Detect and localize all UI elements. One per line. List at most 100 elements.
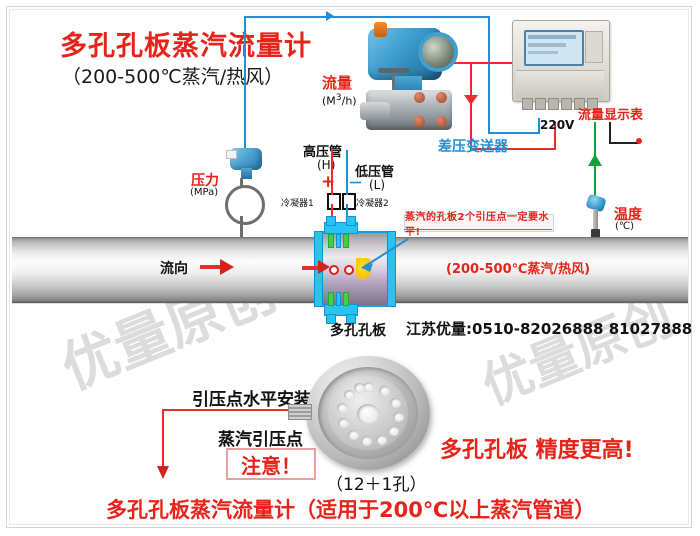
tap-point-label: 蒸汽引压点	[218, 430, 303, 450]
image-border-inner	[9, 9, 689, 525]
meter-cable-glands	[520, 98, 600, 110]
attention-box: 注意！	[226, 448, 316, 480]
wire-display-bottom-h	[488, 132, 540, 134]
internal-flow-arrow-shaft	[302, 266, 320, 270]
wire-pressure-top	[244, 16, 490, 18]
orifice-flange-right	[387, 231, 396, 307]
temperature-probe-tip	[591, 229, 600, 241]
impulse-line-low	[346, 150, 348, 195]
tap-point-marker-low	[344, 265, 354, 275]
wire-power-horizontal	[609, 142, 639, 144]
impulse-line-high	[331, 150, 333, 195]
flow-unit: (M3/h)	[322, 92, 357, 108]
flow-direction-arrow-head	[220, 259, 234, 275]
tap-point-marker-high	[329, 265, 339, 275]
pressure-housing	[230, 148, 262, 170]
wire-dp-arrow	[464, 95, 478, 105]
orifice-tap-green-bot-2	[343, 292, 349, 306]
power-terminal-dot	[636, 138, 642, 144]
pressure-stem-lower	[240, 216, 243, 238]
orifice-tap-cyan-top-1	[336, 234, 341, 248]
pressure-siphon-loop	[225, 185, 265, 225]
meter-screen-text2	[528, 43, 566, 47]
voltage-label: 220V	[540, 118, 575, 132]
plate-ring-holes	[306, 356, 430, 470]
warning-pointer-svg	[361, 238, 409, 272]
dp-transmitter[interactable]	[352, 20, 462, 150]
condenser2-icon	[342, 193, 356, 210]
flow-unit-pre: (M	[322, 94, 336, 108]
dp-transmitter-label: 差压变送器	[438, 139, 508, 155]
flow-direction-arrow-shaft	[200, 265, 222, 269]
flow-direction-label: 流向	[160, 261, 188, 277]
dp-neck	[392, 76, 422, 92]
pipe-medium-label: (200-500℃蒸汽/热风)	[446, 262, 591, 277]
company-contact-label: 江苏优量:0510-82026888 81027888	[406, 320, 693, 338]
orifice-plate-label: 多孔孔板	[330, 323, 386, 339]
wire-display-left-drop	[488, 16, 490, 134]
wire-display-riser	[538, 118, 540, 134]
orifice-stud-bot-right	[346, 314, 356, 324]
temperature-stem	[593, 209, 598, 231]
wire-power-vertical	[609, 122, 611, 144]
pipe-right-shadow	[392, 301, 688, 304]
pressure-transmitter[interactable]	[226, 146, 266, 180]
wire-dp-top	[470, 62, 542, 64]
temperature-unit: (℃)	[615, 221, 635, 232]
wire-pressure-arrow	[326, 11, 334, 21]
condenser2-label: 冷凝器2	[356, 199, 389, 209]
temperature-sensor[interactable]	[585, 193, 608, 242]
install-arrow-vertical	[162, 409, 164, 471]
internal-flow-arrow-head	[318, 260, 330, 274]
condenser1-label: 冷凝器1	[281, 199, 314, 209]
orifice-tap-cyan-bot-1	[336, 292, 341, 306]
high-pressure-plus-sign: +	[321, 172, 336, 192]
orifice-tap-green-top-1	[328, 234, 334, 248]
pipe-left	[12, 237, 318, 303]
orifice-stud-top-right	[346, 216, 356, 226]
install-arrow-head-down	[157, 466, 169, 479]
pressure-unit: (MPa)	[190, 187, 219, 198]
orifice-stud-top-left	[326, 216, 336, 226]
page-title: 多孔孔板蒸汽流量计	[60, 31, 312, 62]
dp-valve-stem	[392, 72, 395, 90]
flow-display-meter-label: 流量显示表	[578, 108, 644, 123]
flow-unit-post: /h)	[341, 94, 357, 108]
flow-label: 流量	[322, 74, 353, 92]
meter-screen-text3	[528, 51, 558, 54]
condenser1-icon	[327, 193, 341, 210]
wire-dp-bottom	[470, 148, 556, 150]
low-pressure-l-label: (L)	[369, 178, 386, 192]
wire-temp-arrow	[588, 154, 602, 166]
wire-dp-riser	[554, 122, 556, 150]
meter-screen-text	[528, 35, 576, 39]
accuracy-claim-label: 多孔孔板 精度更高!	[440, 438, 634, 463]
footer-label: 多孔孔板蒸汽流量计（适用于200℃以上蒸汽管道）	[106, 498, 596, 522]
meter-lower-panel	[516, 70, 604, 99]
flow-unit-sup: 3	[335, 92, 342, 103]
meter-keypad[interactable]	[585, 31, 603, 63]
plate-handle-tab	[288, 404, 312, 420]
plate-center-hole	[357, 404, 379, 424]
wire-dp-down	[470, 62, 472, 150]
orifice-tap-green-bot-1	[328, 292, 334, 306]
orifice-stud-bot-left	[326, 314, 336, 324]
page-subtitle: （200-500℃蒸汽/热风）	[62, 66, 284, 88]
meter-screen	[524, 30, 584, 66]
orifice-tap-green-top-2	[343, 234, 349, 248]
dp-vent-cap	[374, 22, 387, 37]
low-pressure-pipe-label: 低压管	[355, 165, 395, 180]
pressure-terminal	[226, 150, 237, 159]
dp-bolt-4	[436, 116, 447, 127]
dp-valve-handle[interactable]	[378, 68, 410, 73]
flow-display-meter[interactable]	[512, 20, 610, 116]
wire-pressure-vertical	[244, 16, 246, 148]
orifice-neck-bottom	[324, 304, 358, 316]
low-pressure-minus-sign: －	[348, 174, 364, 192]
high-pressure-h-label: (H)	[317, 158, 336, 172]
dp-bolt-2	[436, 92, 447, 103]
dp-bolt-3	[414, 116, 425, 127]
dp-bolt-1	[414, 92, 425, 103]
pressure-label: 压力	[191, 173, 219, 189]
